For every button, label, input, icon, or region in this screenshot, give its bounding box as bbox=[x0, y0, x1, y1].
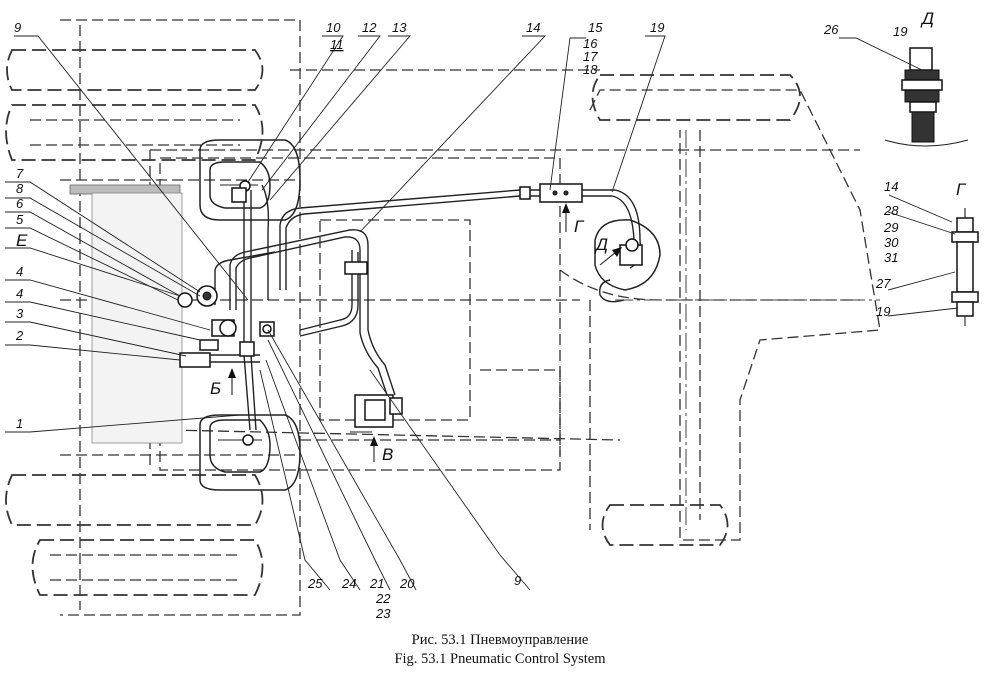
callout-19: 19 bbox=[650, 20, 664, 35]
callout-27: 27 bbox=[875, 276, 891, 291]
callout-9a: 9 bbox=[14, 20, 21, 35]
callout-10: 10 bbox=[326, 20, 341, 35]
callout-23: 23 bbox=[375, 606, 391, 621]
callout-29: 29 bbox=[883, 220, 898, 235]
callout-18: 18 bbox=[583, 62, 598, 77]
callout-25: 25 bbox=[307, 576, 323, 591]
callout-6: 6 bbox=[16, 196, 24, 211]
callout-12: 12 bbox=[362, 20, 377, 35]
callout-9b: 9 bbox=[514, 573, 521, 588]
pipelines bbox=[185, 184, 641, 431]
view-letter-b: Б bbox=[210, 379, 221, 398]
tractor-outline bbox=[5, 19, 881, 616]
callout-21: 21 bbox=[369, 576, 384, 591]
view-letter-e: E bbox=[16, 231, 28, 250]
callout-28: 28 bbox=[883, 203, 899, 218]
leader-lines bbox=[5, 35, 959, 591]
callout-26: 26 bbox=[823, 22, 839, 37]
callout-3: 3 bbox=[16, 306, 24, 321]
callout-8: 8 bbox=[16, 181, 24, 196]
callout-13: 13 bbox=[392, 20, 407, 35]
callout-14g: 14 bbox=[884, 179, 898, 194]
view-letter-d: Д bbox=[594, 235, 608, 254]
callout-19g: 19 bbox=[876, 304, 890, 319]
callout-7: 7 bbox=[16, 166, 24, 181]
callout-16: 16 bbox=[583, 36, 598, 51]
callout-31: 31 bbox=[884, 250, 898, 265]
figure-caption-en: Fig. 53.1 Pneumatic Control System bbox=[394, 651, 606, 667]
view-letter-v: В bbox=[382, 445, 393, 464]
view-letter-g: Г bbox=[574, 217, 585, 236]
callout-5: 5 bbox=[16, 212, 24, 227]
callout-numbers: 9 10 11 12 13 14 15 16 17 18 19 19 26 7 … bbox=[14, 20, 907, 621]
view-arrows bbox=[228, 203, 622, 462]
callout-20: 20 bbox=[399, 576, 415, 591]
callout-22: 22 bbox=[375, 591, 391, 606]
callout-19d: 19 bbox=[893, 24, 907, 39]
view-title-g: Г bbox=[956, 180, 967, 199]
callout-4b: 4 bbox=[16, 286, 23, 301]
view-title-d: Д bbox=[920, 9, 934, 28]
callout-1: 1 bbox=[16, 416, 23, 431]
callout-30: 30 bbox=[884, 235, 899, 250]
detail-view-d bbox=[884, 47, 969, 147]
callout-17: 17 bbox=[583, 49, 598, 64]
callout-14: 14 bbox=[526, 20, 540, 35]
components bbox=[177, 183, 661, 433]
callout-4a: 4 bbox=[16, 264, 23, 279]
callout-15: 15 bbox=[588, 20, 603, 35]
callout-2: 2 bbox=[15, 328, 24, 343]
view-letters: E Б В Г Д Д Г bbox=[16, 9, 967, 464]
figure-caption-ru: Рис. 53.1 Пневмоуправление bbox=[411, 632, 589, 648]
callout-24: 24 bbox=[341, 576, 356, 591]
callout-11: 11 bbox=[330, 37, 344, 52]
detail-view-g bbox=[951, 208, 979, 326]
